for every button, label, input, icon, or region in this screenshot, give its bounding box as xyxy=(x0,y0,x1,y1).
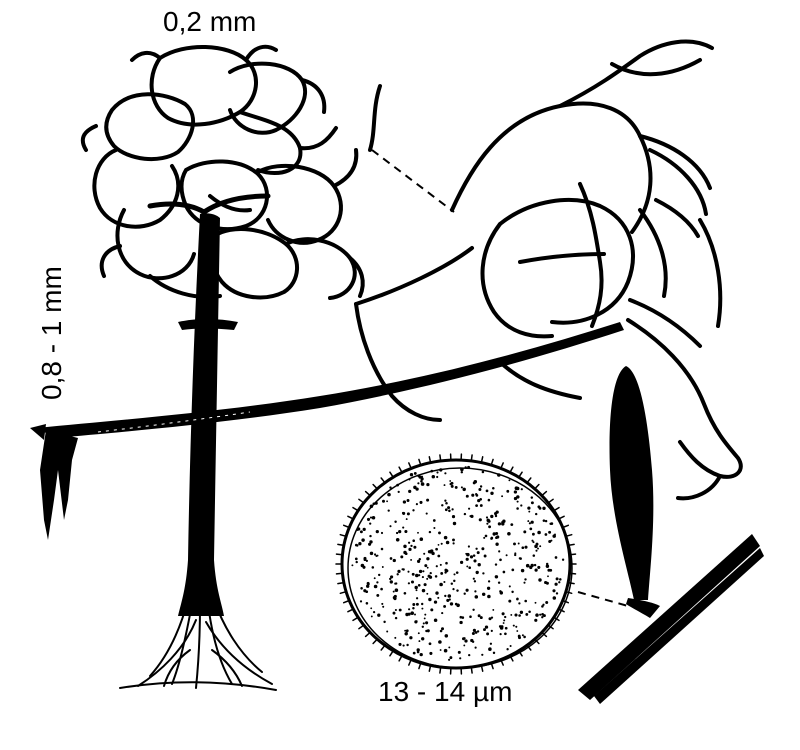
spore-size-label: 13 - 14 µm xyxy=(378,676,513,707)
horizontal-stalk xyxy=(30,322,624,540)
pointer-line-spore xyxy=(577,591,629,607)
spindle-structure xyxy=(578,366,764,704)
spore-warts xyxy=(351,465,565,661)
capillitium-detail xyxy=(354,39,743,501)
stalk-collar xyxy=(178,319,238,330)
capillitium-head xyxy=(80,44,365,300)
stalk-length-text: 0,8 - 1 mm xyxy=(36,266,67,400)
head-size-label: 0,2 mm xyxy=(163,6,257,37)
spore xyxy=(335,453,577,675)
spore-spines xyxy=(335,453,577,675)
stalk-apex xyxy=(147,193,271,215)
pointer-line-head xyxy=(371,149,455,213)
